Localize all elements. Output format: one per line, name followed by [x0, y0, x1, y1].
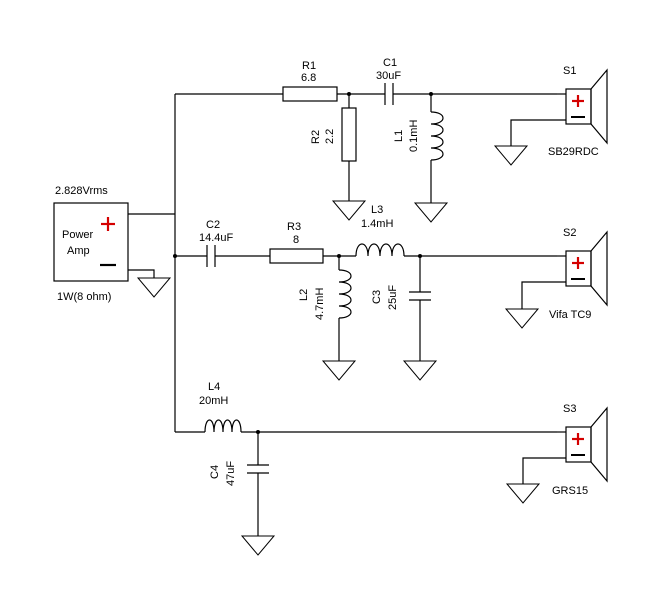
c3-ref: C3	[371, 290, 383, 304]
l4-value: 20mH	[199, 395, 228, 407]
r1-ref: R1	[302, 60, 316, 72]
c4-capacitor	[247, 464, 269, 474]
l3-inductor	[355, 243, 405, 257]
ground-icon	[493, 145, 529, 166]
power-amp: 2.828Vrms Power Amp 1W(8 ohm)	[53, 185, 129, 303]
r2-ref: R2	[310, 130, 322, 144]
tweeter-branch: R1 6.8 C1 30uF R2 2.2 L1 0.1mH	[175, 57, 557, 223]
c2-capacitor	[206, 245, 216, 267]
midrange-branch: C2 14.4uF R3 8 L3 1.4mH L2 4.7mH C3 25uF	[173, 204, 557, 381]
r2-resistor	[341, 107, 357, 162]
l2-value: 4.7mH	[314, 288, 326, 320]
c2-ref: C2	[206, 219, 220, 231]
power-amp-name-1: Power	[62, 229, 94, 241]
speaker-plus-icon	[572, 257, 584, 269]
l1-inductor	[430, 111, 444, 161]
junction-dot	[173, 254, 177, 258]
ground-icon	[505, 483, 541, 504]
s3-model: GRS15	[552, 485, 588, 497]
source-voltage-label: 2.828Vrms	[55, 185, 108, 197]
r3-ref: R3	[287, 221, 301, 233]
l3-value: 1.4mH	[361, 218, 393, 230]
l4-ref: L4	[208, 381, 220, 393]
l2-ref: L2	[298, 289, 310, 301]
source-power-label: 1W(8 ohm)	[57, 291, 111, 303]
c3-capacitor	[409, 291, 431, 301]
s1-model: SB29RDC	[548, 146, 599, 158]
r3-resistor	[269, 248, 324, 264]
c1-value: 30uF	[376, 70, 401, 82]
power-amp-name-2: Amp	[67, 245, 90, 257]
r1-resistor	[282, 86, 338, 102]
c3-value: 25uF	[387, 285, 399, 310]
c2-value: 14.4uF	[199, 232, 234, 244]
amp-negative-wire	[128, 269, 155, 278]
ground-icon	[413, 202, 449, 223]
r2-value: 2.2	[324, 129, 336, 144]
c4-value: 47uF	[225, 461, 237, 486]
l2-inductor	[338, 269, 352, 319]
s3-ref: S3	[563, 403, 576, 415]
ground-icon	[331, 200, 367, 221]
l3-ref: L3	[371, 204, 383, 216]
r3-value: 8	[293, 234, 299, 246]
speaker-plus-icon	[572, 95, 584, 107]
s2-ref: S2	[563, 227, 576, 239]
l1-ref: L1	[393, 130, 405, 142]
l4-inductor	[204, 419, 242, 433]
ground-icon	[321, 360, 357, 381]
s2-model: Vifa TC9	[549, 309, 591, 321]
power-amp-box	[53, 202, 129, 282]
ground-icon	[504, 308, 540, 329]
ground-icon	[136, 277, 172, 298]
c1-capacitor	[384, 83, 394, 105]
ground-icon	[240, 535, 276, 556]
woofer-branch: L4 20mH C4 47uF	[175, 381, 557, 556]
c4-ref: C4	[209, 465, 221, 479]
l1-value: 0.1mH	[408, 120, 420, 152]
r1-value: 6.8	[301, 72, 316, 84]
s1-ref: S1	[563, 65, 576, 77]
c1-ref: C1	[383, 57, 397, 69]
amp-plus-icon	[101, 217, 115, 231]
speaker-s2: S2 Vifa TC9	[549, 227, 608, 321]
speaker-plus-icon	[572, 433, 584, 445]
speaker-s1: S1 SB29RDC	[548, 65, 608, 158]
speaker-s3: S3 GRS15	[552, 403, 608, 497]
ground-icon	[402, 360, 438, 381]
